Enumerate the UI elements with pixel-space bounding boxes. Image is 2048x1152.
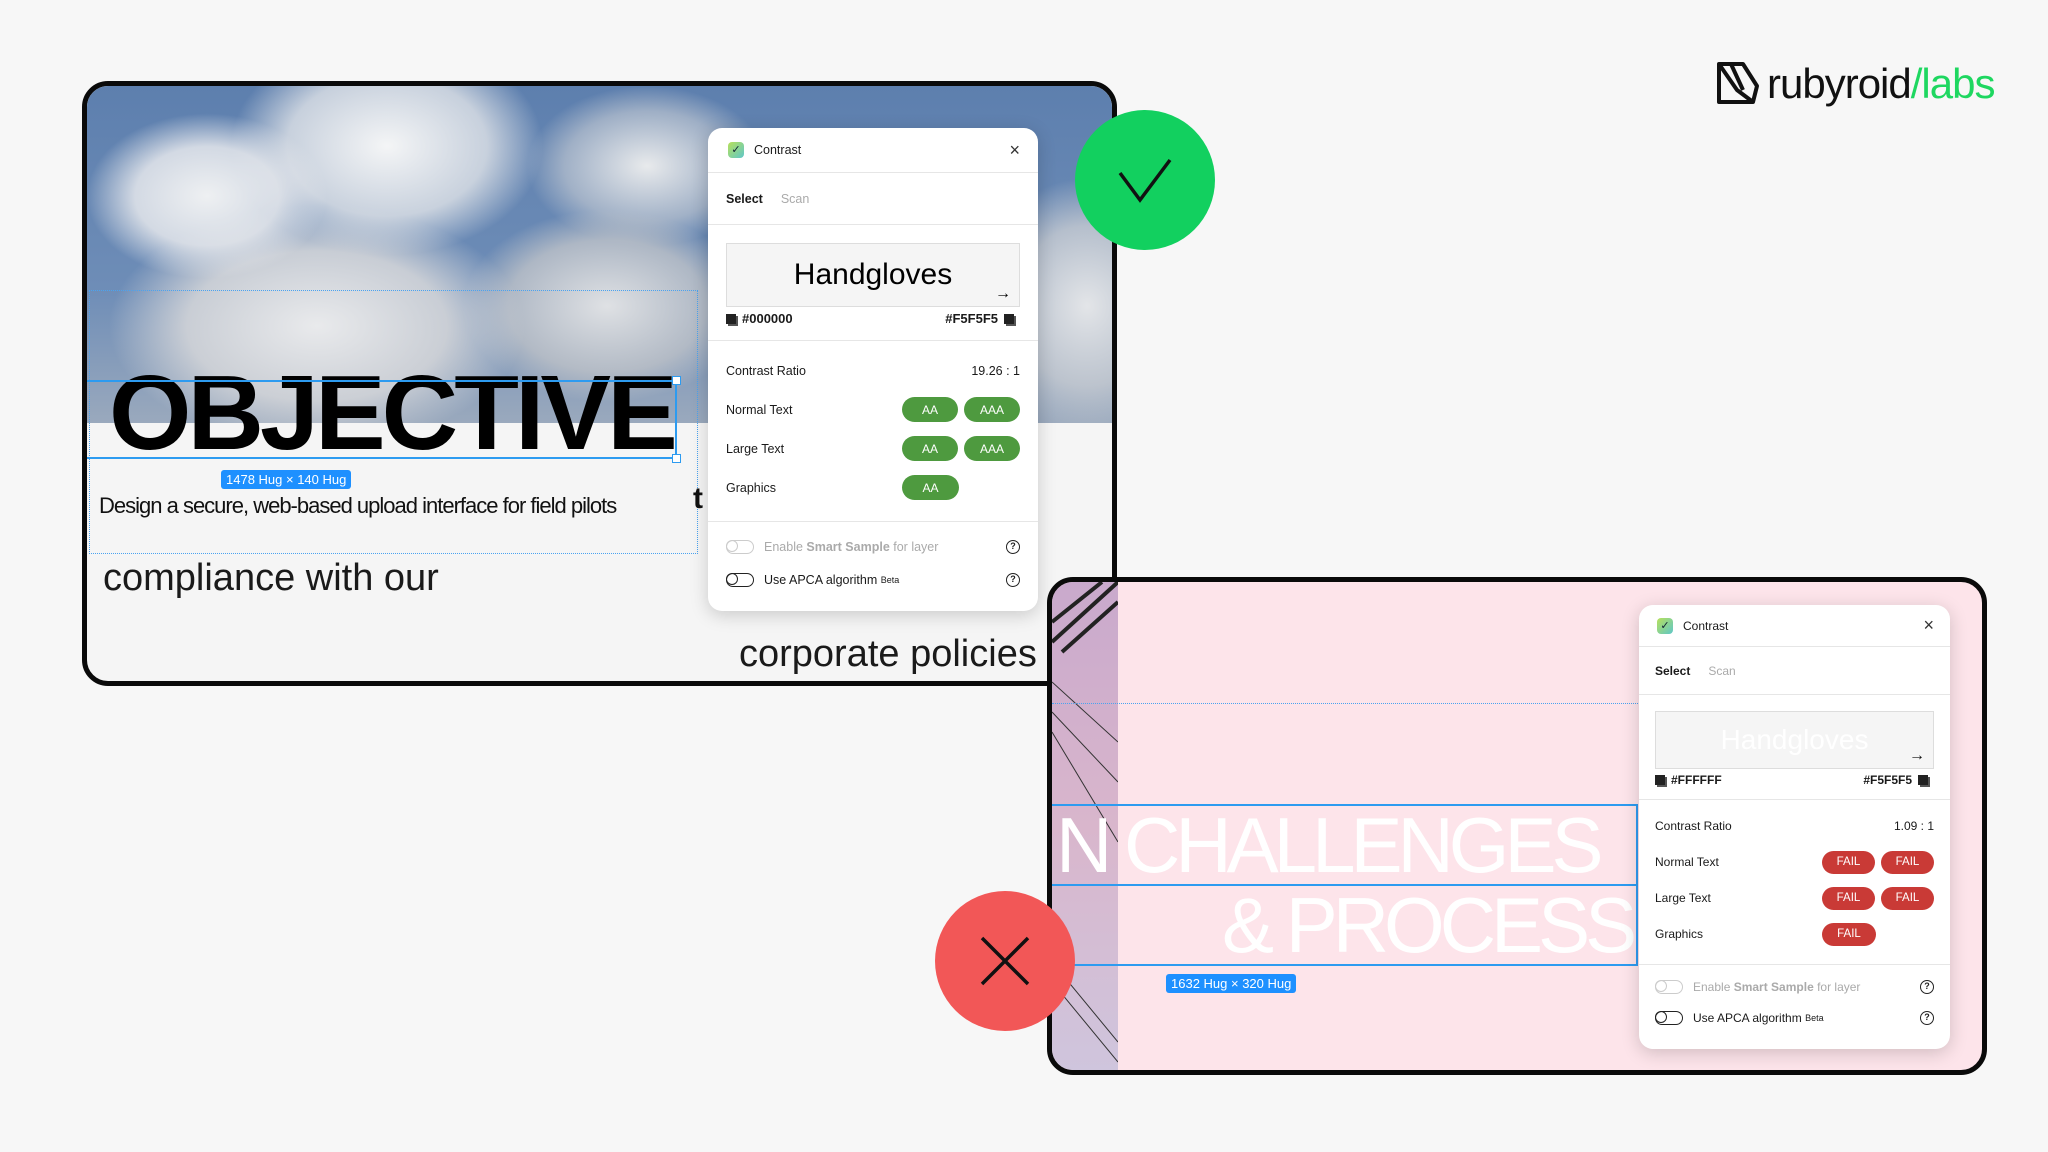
result-row: Graphics FAIL <box>1655 916 1934 952</box>
foreground-swatch-icon[interactable] <box>1655 775 1665 785</box>
resize-handle[interactable] <box>672 376 681 385</box>
smart-sample-label-suffix: for layer <box>889 539 939 554</box>
smart-sample-label: Enable <box>1693 979 1734 994</box>
arrow-right-icon[interactable]: → <box>1909 747 1925 764</box>
x-icon <box>980 936 1030 986</box>
pass-indicator <box>1075 110 1215 250</box>
overflow-text: t <box>693 482 703 515</box>
plugin-check-icon: ✓ <box>728 142 744 158</box>
challenges-heading[interactable]: N CHALLENGES <box>1056 801 1604 889</box>
panel-title: Contrast <box>754 143 802 157</box>
smart-sample-toggle[interactable] <box>1655 979 1683 994</box>
panel-title: Contrast <box>1683 618 1729 633</box>
help-icon[interactable]: ? <box>1920 979 1934 994</box>
diamond-logo-icon <box>1717 62 1759 104</box>
resize-handle[interactable] <box>672 454 681 463</box>
selection-box[interactable] <box>87 380 677 459</box>
body-line-2: compliance with our <box>103 557 439 599</box>
process-heading[interactable]: & PROCESS <box>1222 881 1637 969</box>
apca-toggle[interactable] <box>726 572 754 587</box>
description-text: Design a secure, web-based upload interf… <box>99 493 617 518</box>
background-swatch-icon[interactable] <box>1918 775 1928 785</box>
beta-tag: Beta <box>880 574 900 585</box>
preview-box[interactable]: Handgloves → <box>1655 711 1934 769</box>
pass-badge: AAA <box>964 397 1020 422</box>
preview-text: Handgloves <box>1720 724 1869 755</box>
row-label: Large Text <box>726 441 785 456</box>
close-icon[interactable]: × <box>1923 615 1934 635</box>
tab-select[interactable]: Select <box>1655 663 1691 678</box>
text-container-outline <box>89 290 698 554</box>
foreground-hex[interactable]: #FFFFFF <box>1671 773 1722 787</box>
row-label: Normal Text <box>726 402 793 417</box>
apca-toggle[interactable] <box>1655 1010 1683 1025</box>
brand-name: rubyroid <box>1767 60 1912 107</box>
background-hex[interactable]: #F5F5F5 <box>945 311 998 326</box>
tab-scan[interactable]: Scan <box>780 191 810 206</box>
pass-badge: AA <box>902 397 958 422</box>
foreground-swatch-icon[interactable] <box>726 314 736 324</box>
ratio-label: Contrast Ratio <box>726 363 806 378</box>
objective-heading[interactable]: OBJECTIVE <box>109 354 678 472</box>
apca-label: Use APCA algorithm <box>1693 1010 1802 1025</box>
help-icon[interactable]: ? <box>1920 1010 1934 1025</box>
check-icon <box>1118 158 1172 203</box>
container-outline <box>1052 703 1642 704</box>
beta-tag: Beta <box>1805 1012 1824 1023</box>
smart-sample-label: Enable <box>764 539 807 554</box>
smart-sample-toggle[interactable] <box>726 539 754 554</box>
tab-select[interactable]: Select <box>726 191 763 206</box>
fail-badge: FAIL <box>1822 886 1875 910</box>
brand-name-accent: /labs <box>1910 60 1996 107</box>
body-line-3: corporate policies <box>739 633 1037 675</box>
result-row: Graphics AA <box>726 468 1020 507</box>
ratio-value: 1.09 : 1 <box>1893 819 1934 833</box>
background-hex[interactable]: #F5F5F5 <box>1863 773 1912 787</box>
pass-badge: AA <box>902 475 959 500</box>
arrow-right-icon[interactable]: → <box>995 285 1011 302</box>
row-label: Graphics <box>726 480 777 495</box>
pass-badge: AA <box>902 436 958 461</box>
selection-midline <box>1052 884 1638 886</box>
help-icon[interactable]: ? <box>1006 572 1020 587</box>
smart-sample-label-bold: Smart Sample <box>806 539 890 554</box>
plugin-check-icon: ✓ <box>1657 617 1673 634</box>
foreground-hex[interactable]: #000000 <box>742 311 793 326</box>
fail-badge: FAIL <box>1822 922 1876 946</box>
fail-badge: FAIL <box>1881 886 1934 910</box>
help-icon[interactable]: ? <box>1006 539 1020 554</box>
brand-logo: rubyroid/labs <box>1713 56 1996 112</box>
ratio-label: Contrast Ratio <box>1655 819 1732 833</box>
size-label: 1632 Hug × 320 Hug <box>1166 974 1297 993</box>
contrast-panel: ✓ Contrast × Select Scan Handgloves → #FFFFF… <box>1639 605 1950 1049</box>
pass-badge: AAA <box>964 436 1020 461</box>
fail-badge: FAIL <box>1822 850 1875 874</box>
size-label: 1478 Hug × 140 Hug <box>221 470 352 489</box>
power-lines-graphic <box>1052 582 1118 1063</box>
ratio-value: 19.26 : 1 <box>971 363 1020 378</box>
row-label: Large Text <box>1655 891 1711 905</box>
background-swatch-icon[interactable] <box>1004 314 1014 324</box>
smart-sample-label-suffix: for layer <box>1813 979 1861 994</box>
preview-box[interactable]: Handgloves → <box>726 243 1020 307</box>
tab-scan[interactable]: Scan <box>1708 663 1736 678</box>
row-label: Graphics <box>1655 927 1704 941</box>
apca-label: Use APCA algorithm <box>764 572 878 587</box>
contrast-panel: ✓ Contrast × Select Scan Handgloves → #00000… <box>708 128 1038 611</box>
close-icon[interactable]: × <box>1009 140 1020 160</box>
smart-sample-label-bold: Smart Sample <box>1733 979 1814 994</box>
preview-text: Handgloves <box>793 258 953 291</box>
fail-badge: FAIL <box>1881 850 1934 874</box>
fail-indicator <box>935 891 1075 1031</box>
row-label: Normal Text <box>1655 855 1719 869</box>
